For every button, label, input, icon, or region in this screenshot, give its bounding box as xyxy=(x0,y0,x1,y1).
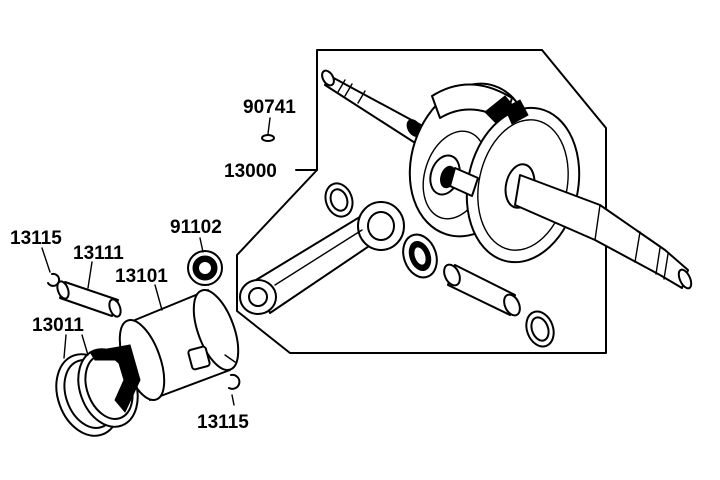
oil-seal-right xyxy=(525,310,555,348)
leader-13115-bottom xyxy=(231,394,235,406)
leader-91102 xyxy=(199,237,204,253)
crankshaft-right-shaft xyxy=(514,174,693,290)
leader-13011 xyxy=(63,334,67,359)
piston-pin xyxy=(56,280,122,318)
oil-seal-left xyxy=(324,182,354,218)
leader-13115-top xyxy=(41,247,51,273)
leader-13011-b xyxy=(81,334,89,356)
big-end-bearing xyxy=(402,233,438,279)
connecting-rod xyxy=(239,201,405,315)
label-13101: 13101 xyxy=(115,266,168,287)
piston-pin-clip-bottom xyxy=(228,373,241,390)
label-13011: 13011 xyxy=(32,315,84,336)
leader-90741 xyxy=(267,117,271,135)
retainer-key xyxy=(261,134,275,142)
label-13111: 13111 xyxy=(73,243,124,264)
crank-pin xyxy=(443,263,521,317)
leader-13101 xyxy=(154,284,163,311)
small-end-bearing xyxy=(187,250,223,286)
label-90741: 90741 xyxy=(243,97,296,118)
label-91102: 91102 xyxy=(170,217,222,238)
leader-13111 xyxy=(87,261,93,289)
crankpin xyxy=(449,167,479,197)
label-13115-bottom: 13115 xyxy=(197,412,249,433)
assembly-frame xyxy=(236,49,607,354)
crankshaft-left-shaft xyxy=(321,69,431,149)
crankshaft xyxy=(321,69,693,290)
label-13115-top: 13115 xyxy=(10,228,62,249)
piston-rings xyxy=(55,344,141,437)
label-13000: 13000 xyxy=(224,161,277,182)
piston xyxy=(118,289,240,401)
